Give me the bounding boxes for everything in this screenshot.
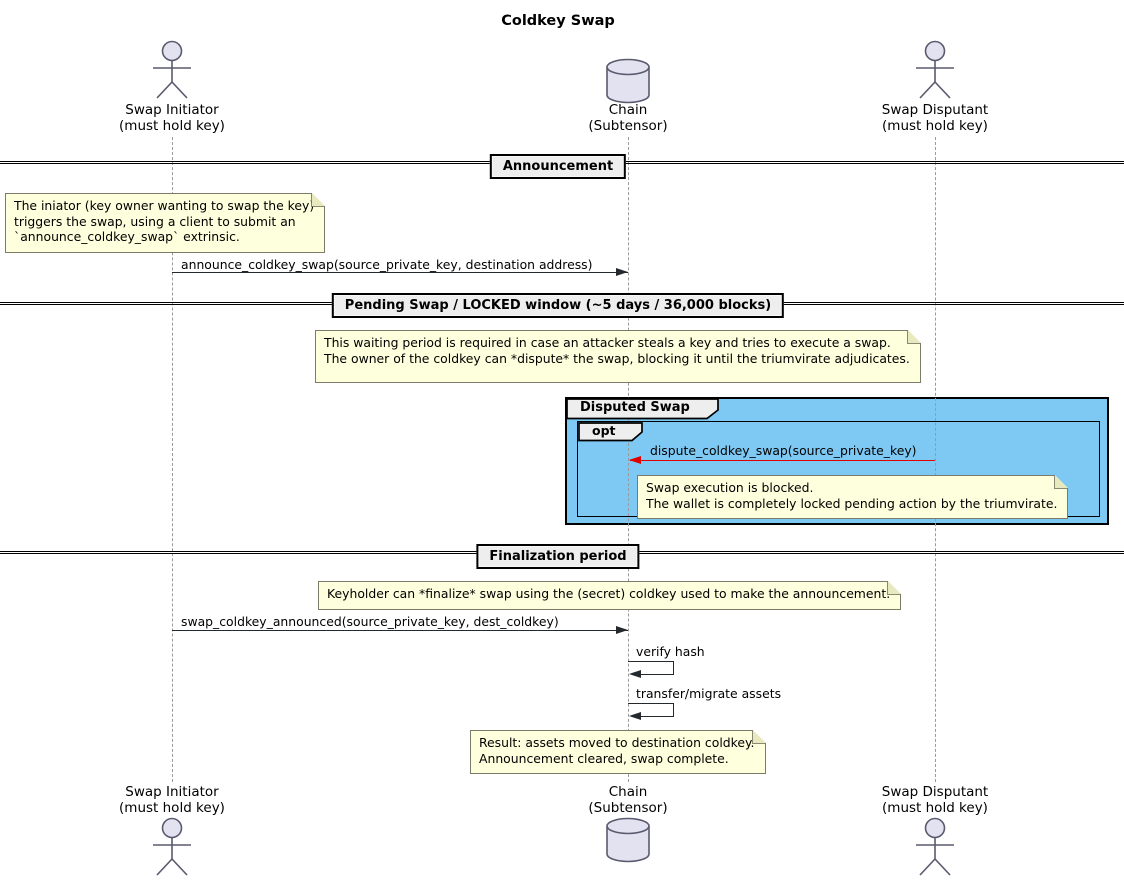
note-line: triggers the swap, using a client to sub… (14, 213, 296, 229)
note-line: The wallet is completely locked pending … (646, 495, 1058, 511)
divider-finalization: Finalization period (476, 544, 640, 569)
actor-icon (153, 40, 191, 99)
database-icon (606, 58, 650, 104)
group-header-tab (566, 398, 719, 420)
participant-initiator-bottom: Swap Initiator (must hold key) (82, 784, 262, 816)
participant-subtitle: (Subtensor) (588, 800, 668, 816)
participant-name: Chain (608, 102, 648, 118)
note-result: Result: assets moved to destination cold… (470, 730, 766, 774)
lifeline-disputant (935, 137, 936, 782)
note-line: Keyholder can *finalize* swap using the … (327, 586, 891, 601)
participant-subtitle: (must hold key) (882, 800, 988, 816)
arrowhead-left-icon (629, 670, 641, 678)
self-message-line (628, 703, 674, 704)
participant-disputant-top: Swap Disputant (must hold key) (845, 102, 1025, 134)
self-message-line (672, 703, 674, 717)
participant-name: Swap Disputant (881, 102, 989, 118)
lifeline-chain (628, 137, 629, 782)
opt-header-tab (578, 422, 643, 442)
message-transfer-label: transfer/migrate assets (636, 686, 782, 701)
diagram-title: Coldkey Swap (501, 13, 615, 29)
message-verify-label: verify hash (636, 644, 705, 659)
note-blocked: Swap execution is blocked. The wallet is… (637, 475, 1069, 519)
participant-subtitle: (must hold key) (882, 118, 988, 134)
message-finalize-line (172, 630, 628, 631)
participant-name: Swap Initiator (125, 784, 219, 800)
participant-subtitle: (Subtensor) (588, 118, 668, 134)
participant-name: Swap Initiator (125, 102, 219, 118)
arrowhead-left-icon (629, 456, 641, 464)
divider-announcement: Announcement (489, 154, 627, 179)
self-message-line (638, 716, 674, 717)
participant-name: Chain (608, 784, 648, 800)
self-message-line (628, 661, 674, 662)
opt-operator-label: opt (592, 423, 616, 438)
note-line: Swap execution is blocked. (646, 480, 814, 495)
note-line: This waiting period is required in case … (324, 335, 891, 350)
actor-icon (153, 817, 191, 876)
participant-name: Swap Disputant (881, 784, 989, 800)
note-line: The iniator (key owner wanting to swap t… (14, 198, 315, 213)
arrowhead-left-icon (629, 712, 641, 720)
group-label: Disputed Swap (580, 400, 690, 415)
message-dispute-label: dispute_coldkey_swap(source_private_key) (650, 443, 917, 458)
database-icon (606, 817, 650, 863)
note-line: Result: assets moved to destination cold… (479, 735, 755, 750)
note-finalize: Keyholder can *finalize* swap using the … (318, 581, 902, 610)
participant-subtitle: (must hold key) (119, 118, 225, 134)
note-line: The owner of the coldkey can *dispute* t… (324, 350, 910, 366)
message-announce-label: announce_coldkey_swap(source_private_key… (181, 257, 593, 272)
participant-initiator-top: Swap Initiator (must hold key) (82, 102, 262, 134)
participant-disputant-bottom: Swap Disputant (must hold key) (845, 784, 1025, 816)
actor-icon (916, 40, 954, 99)
note-waiting: This waiting period is required in case … (315, 330, 921, 383)
divider-pending: Pending Swap / LOCKED window (~5 days / … (331, 293, 785, 318)
note-line: Announcement cleared, swap complete. (479, 750, 729, 766)
message-dispute-line (630, 460, 935, 461)
participant-chain-top: Chain (Subtensor) (538, 102, 718, 134)
participant-subtitle: (must hold key) (119, 800, 225, 816)
message-announce-line (172, 272, 628, 273)
arrowhead-right-icon (616, 268, 628, 276)
lifeline-initiator (172, 137, 173, 782)
note-initiate: The iniator (key owner wanting to swap t… (5, 193, 326, 253)
arrowhead-right-icon (616, 626, 628, 634)
note-line: `announce_coldkey_swap` extrinsic. (14, 229, 240, 244)
message-finalize-label: swap_coldkey_announced(source_private_ke… (181, 614, 559, 629)
participant-chain-bottom: Chain (Subtensor) (538, 784, 718, 816)
self-message-line (672, 661, 674, 675)
actor-icon (916, 817, 954, 876)
self-message-line (638, 674, 674, 675)
